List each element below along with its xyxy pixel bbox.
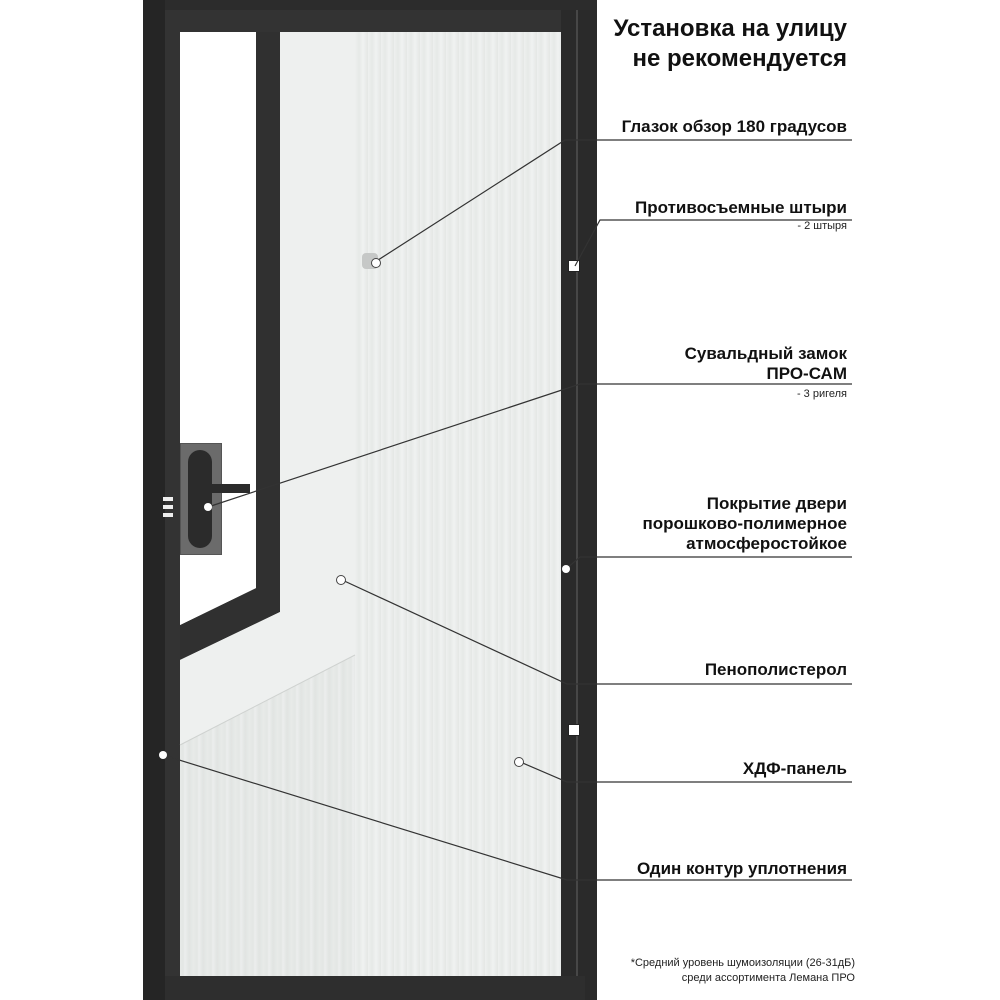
feature-coating-line1: Покрытие двери [706, 494, 847, 513]
handle-escutcheon [188, 450, 212, 548]
warning-headline: Установка на улицу не рекомендуется [614, 14, 847, 74]
feature-anti-removal-pins: Противосъемные штыри [635, 198, 847, 217]
feature-peephole: Глазок обзор 180 градусов [621, 117, 847, 136]
callout-dot-foam [336, 575, 346, 585]
feature-seal: Один контур уплотнения [636, 859, 847, 878]
footnote: *Средний уровень шумоизоляции (26-31дБ) … [631, 956, 855, 986]
footnote-line1: *Средний уровень шумоизоляции (26-31дБ) [630, 957, 855, 969]
feature-lock-line2: ПРО-САМ [766, 364, 847, 383]
feature-foam: Пенополистерол [704, 660, 847, 679]
feature-anti-removal-pins-note: - 2 штыря [797, 220, 847, 232]
callout-dot-coating [562, 565, 570, 573]
lock-bolt-icon [163, 513, 173, 517]
panel-light-strip [355, 32, 561, 976]
door-right-stile [561, 10, 597, 1000]
feature-coating-line3: атмосферостойкое [686, 534, 847, 553]
footnote-line2: среди ассортимента Лемана ПРО [681, 972, 855, 984]
door-handle-lever [194, 484, 250, 493]
feature-lock-note: - 3 ригеля [796, 388, 847, 400]
door-bottom-rail [165, 976, 585, 1000]
callout-dot-hdf [514, 757, 524, 767]
feature-lock-line1: Сувальдный замок [684, 344, 847, 363]
feature-hdf-panel: ХДФ-панель [742, 759, 847, 778]
lock-bolt-icon [163, 505, 173, 509]
headline-line2: не рекомендуется [632, 45, 847, 72]
lock-bolt-icon [163, 497, 173, 501]
anti-removal-pin-icon [568, 724, 580, 736]
callout-dot-lock [204, 503, 212, 511]
callout-dot-peephole [371, 258, 381, 268]
door-frame-edge [143, 0, 165, 1000]
callout-dot-seal [159, 751, 167, 759]
feature-coating-line2: порошково-полимерное [642, 514, 847, 533]
door-stile-groove [576, 10, 578, 1000]
headline-line1: Установка на улицу [613, 15, 847, 42]
